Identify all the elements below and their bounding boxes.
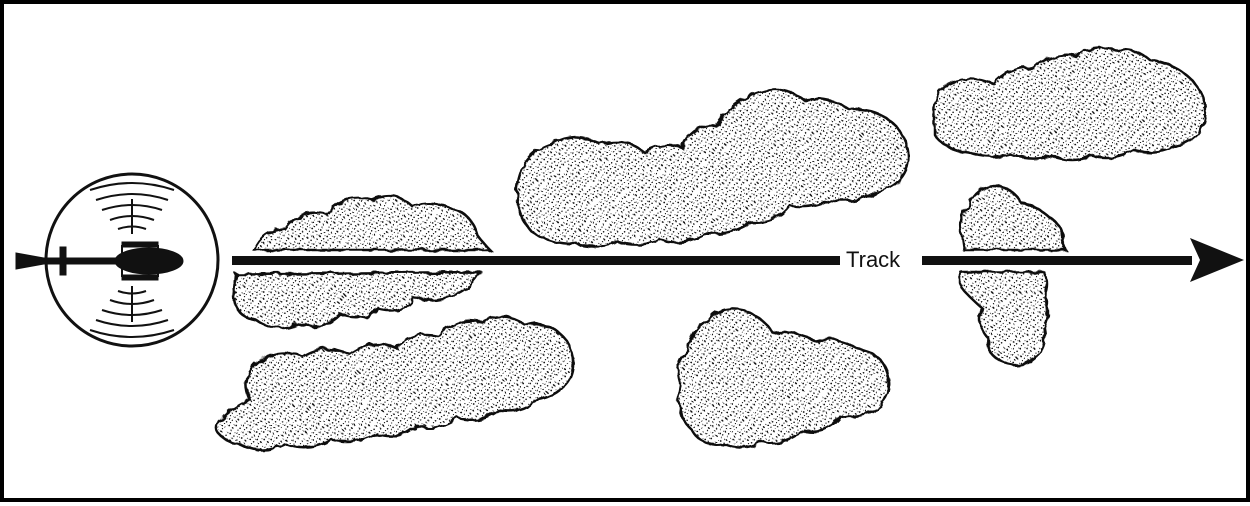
- track-label: Track: [846, 247, 901, 272]
- arrow-right-icon: [1190, 238, 1244, 282]
- diagram-canvas: Track: [4, 4, 1250, 506]
- cloud-cluster-icon: [960, 272, 1048, 365]
- cloud-cluster-icon: [216, 316, 573, 450]
- cloud-cluster-icon: [934, 48, 1206, 160]
- track-line-left: [232, 256, 840, 265]
- cloud-cluster-icon: [960, 186, 1066, 250]
- cloud-cluster-icon: [254, 196, 490, 250]
- helicopter-icon: [16, 172, 218, 348]
- cloud-cluster-icon: [517, 89, 909, 246]
- track-line-right: [922, 256, 1192, 265]
- cloud-cluster-icon: [677, 308, 889, 447]
- cloud-cluster-icon: [234, 272, 480, 328]
